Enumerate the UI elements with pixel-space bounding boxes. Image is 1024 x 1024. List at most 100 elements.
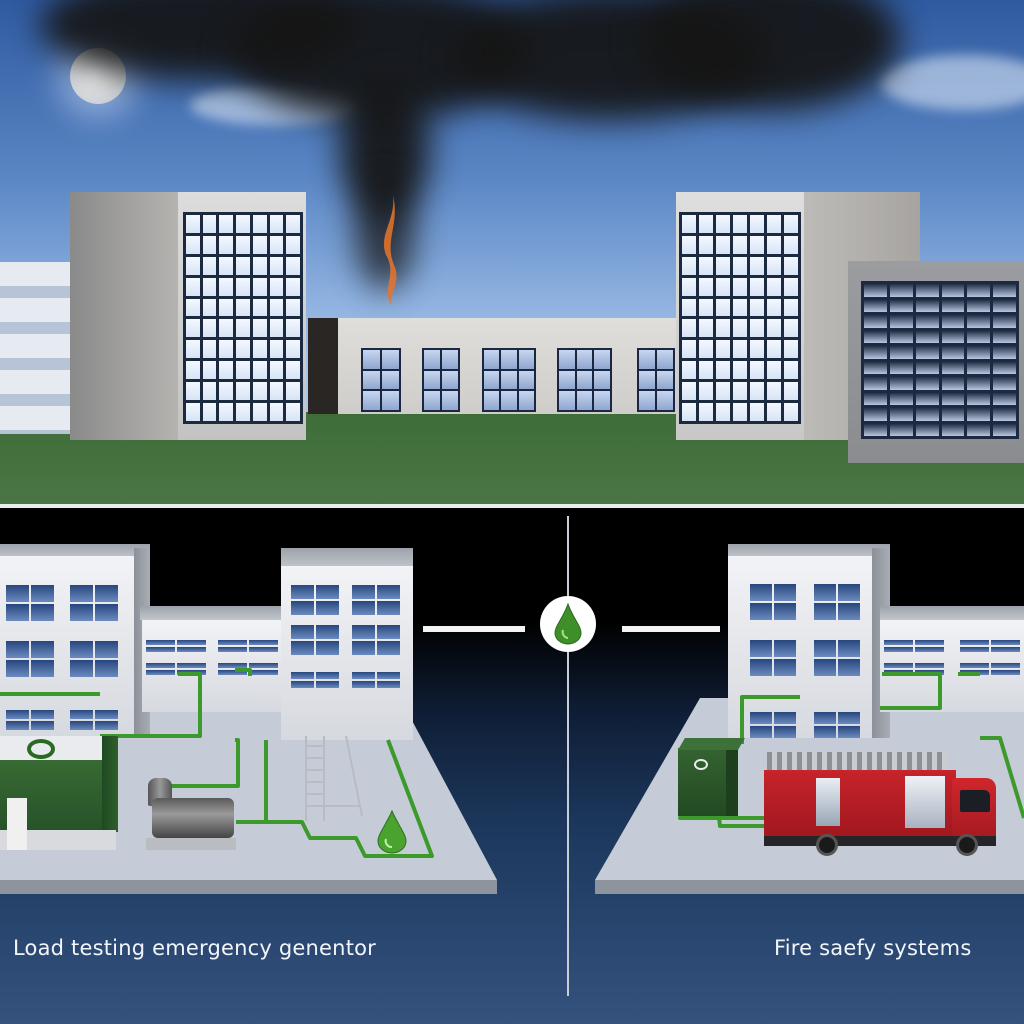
window-pane [784, 215, 798, 233]
window-pane [941, 377, 965, 390]
window-pane [993, 346, 1016, 359]
window-pane [784, 277, 798, 296]
window-pane [784, 361, 798, 380]
window-pane [286, 256, 300, 275]
building-window [422, 348, 460, 412]
window-pane [889, 346, 913, 359]
window-pane [202, 215, 217, 233]
window-pane [750, 403, 764, 421]
window-pane [576, 370, 593, 390]
window-pane [993, 392, 1016, 405]
window-pane [442, 391, 458, 410]
building-window [814, 584, 860, 620]
window-pane [219, 382, 234, 401]
window-pane [236, 298, 250, 317]
center-badge [540, 596, 596, 652]
window-pane [699, 403, 713, 421]
window-pane [915, 299, 939, 312]
connector-line-left [423, 626, 525, 632]
window-pane [767, 361, 781, 380]
window-pane [733, 403, 747, 421]
window-pane [559, 391, 575, 410]
window-pane [941, 408, 965, 421]
window-pane [382, 370, 399, 390]
window-pane [750, 319, 764, 338]
pipe-icon [678, 672, 1024, 828]
window-pane [484, 391, 500, 410]
window-pane [993, 423, 1016, 436]
building-window [6, 585, 54, 621]
window-pane [484, 350, 500, 369]
divider [0, 504, 1024, 508]
building-windows [861, 281, 1019, 439]
window-pane [993, 315, 1016, 328]
water-drop-icon [377, 809, 407, 854]
window-pane [864, 361, 887, 374]
window-pane [186, 256, 200, 275]
window-pane [559, 350, 575, 369]
window-pane [682, 382, 696, 401]
window-pane [202, 256, 217, 275]
window-pane [915, 392, 939, 405]
window-pane [286, 235, 300, 254]
building-window [750, 640, 796, 676]
window-pane [682, 340, 696, 359]
window-pane [252, 340, 267, 359]
stairs-icon [305, 735, 363, 821]
window-pane [750, 215, 764, 233]
window-pane [682, 256, 696, 275]
window-pane [733, 235, 747, 254]
window-pane [993, 284, 1016, 297]
window-pane [889, 423, 913, 436]
window-pane [576, 350, 593, 369]
building-window [70, 710, 118, 730]
caption-fire-safety: Fire saefy systems [774, 936, 972, 960]
window-pane [864, 315, 887, 328]
window-pane [424, 391, 440, 410]
top-scene [0, 0, 1024, 506]
window-pane [186, 361, 200, 380]
window-pane [424, 370, 440, 390]
building [0, 544, 150, 558]
window-pane [286, 277, 300, 296]
window-pane [889, 377, 913, 390]
window-pane [967, 423, 991, 436]
window-pane [941, 423, 965, 436]
window-pane [219, 277, 234, 296]
window-pane [269, 256, 284, 275]
window-pane [767, 319, 781, 338]
window-pane [219, 235, 234, 254]
window-pane [733, 215, 747, 233]
window-pane [657, 391, 673, 410]
window-pane [784, 298, 798, 317]
window-pane [733, 256, 747, 275]
window-pane [699, 361, 713, 380]
window-pane [915, 377, 939, 390]
window-pane [889, 330, 913, 343]
window-pane [941, 346, 965, 359]
window-pane [941, 330, 965, 343]
window-pane [699, 340, 713, 359]
window-pane [716, 235, 730, 254]
window-pane [382, 350, 399, 369]
window-pane [252, 215, 267, 233]
building-window [352, 625, 400, 655]
window-pane [682, 298, 696, 317]
window-pane [252, 256, 267, 275]
window-pane [716, 298, 730, 317]
window-pane [716, 256, 730, 275]
window-pane [269, 277, 284, 296]
window-pane [716, 340, 730, 359]
window-pane [750, 340, 764, 359]
window-pane [699, 256, 713, 275]
window-pane [784, 235, 798, 254]
window-pane [941, 284, 965, 297]
window-pane [864, 408, 887, 421]
building-windows [183, 212, 303, 424]
window-pane [699, 298, 713, 317]
window-pane [286, 403, 300, 421]
window-pane [915, 330, 939, 343]
building-window [352, 585, 400, 615]
window-pane [699, 215, 713, 233]
window-pane [682, 215, 696, 233]
